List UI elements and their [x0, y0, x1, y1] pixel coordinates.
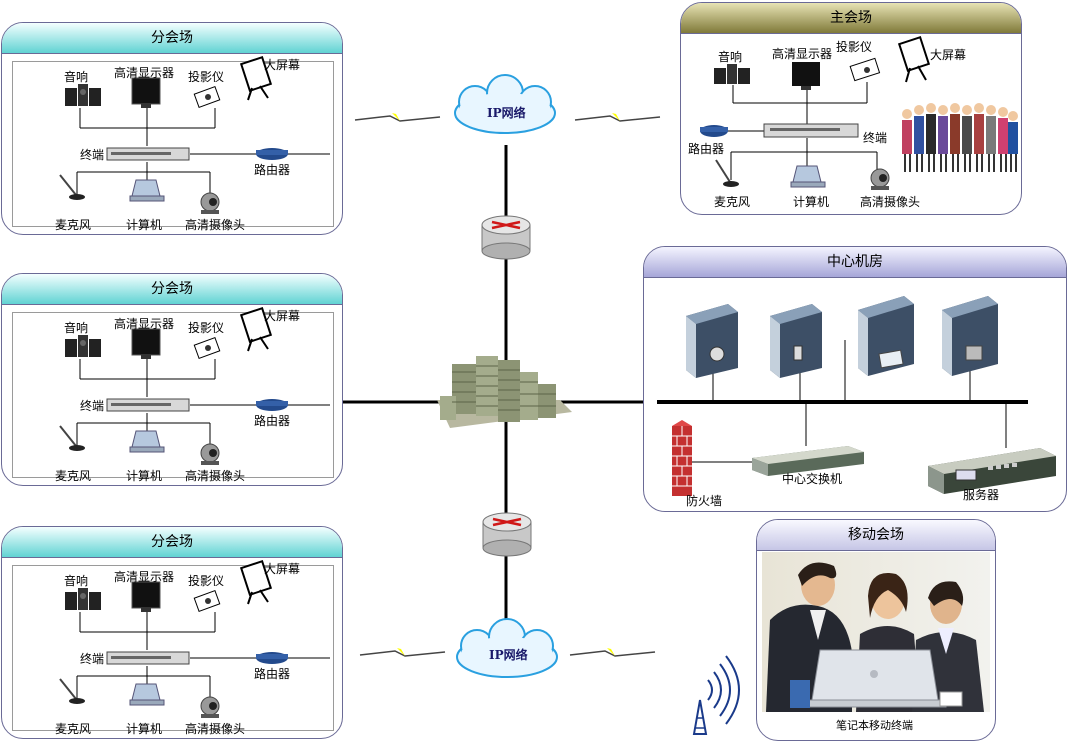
router-label: 路由器: [254, 163, 291, 177]
terminal-label: 终端: [80, 652, 105, 666]
core-switch-icon: [752, 446, 864, 476]
hd-camera-label: 高清摄像头: [185, 469, 246, 483]
rack-server-icon: [928, 448, 1056, 494]
branch-site-title: 分会场: [2, 274, 342, 305]
microphone-label: 麦克风: [55, 469, 92, 483]
microphone-label: 麦克风: [714, 195, 751, 209]
router-label: 路由器: [254, 667, 291, 681]
audio-label: 音响: [64, 574, 89, 588]
computer-label: 计算机: [126, 469, 163, 483]
hd-camera-label: 高清摄像头: [185, 722, 246, 736]
projector-label: 投影仪: [188, 70, 225, 84]
big-screen-label: 大屏幕: [264, 58, 301, 72]
projector-label: 投影仪: [836, 40, 873, 54]
data-center-title: 中心机房: [644, 247, 1066, 278]
terminal-label: 终端: [80, 148, 105, 162]
projector-label: 投影仪: [188, 321, 225, 335]
hd-display-label: 高清显示器: [114, 570, 175, 584]
hd-display-label: 高清显示器: [114, 317, 175, 331]
microphone-label: 麦克风: [55, 722, 92, 736]
server-4-icon: [942, 296, 998, 376]
audio-label: 音响: [64, 321, 89, 335]
router-label: 路由器: [688, 142, 725, 156]
server-2-icon: [770, 304, 822, 378]
computer-label: 计算机: [126, 722, 163, 736]
firewall-icon: [672, 420, 692, 496]
hd-camera-label: 高清摄像头: [860, 195, 921, 209]
projector-label: 投影仪: [188, 574, 225, 588]
main-site-title: 主会场: [681, 3, 1021, 34]
branch-site-2: 分会场: [1, 273, 343, 486]
server-3-icon: [858, 296, 914, 376]
wireless-antenna-icon: [692, 655, 740, 735]
audio-label: 音响: [64, 70, 89, 84]
branch-site-title: 分会场: [2, 23, 342, 54]
terminal-label: 终端: [863, 131, 888, 145]
core-router-bottom-icon: [482, 512, 532, 557]
big-screen-label: 大屏幕: [264, 562, 301, 576]
computer-label: 计算机: [126, 218, 163, 232]
big-screen-label: 大屏幕: [264, 309, 301, 323]
server-label: 服务器: [963, 488, 1000, 502]
terminal-label: 终端: [80, 399, 105, 413]
computer-label: 计算机: [793, 195, 830, 209]
firewall-label: 防火墙: [686, 494, 723, 508]
core-router-top-icon: [481, 215, 531, 260]
ip-network-bottom-label: IP网络: [489, 648, 528, 662]
branch-site-title: 分会场: [2, 527, 342, 558]
hd-display-label: 高清显示器: [772, 47, 833, 61]
server-1-icon: [686, 304, 738, 378]
hd-display-label: 高清显示器: [114, 66, 175, 80]
branch-site-1: 分会场: [1, 22, 343, 235]
audience-people: [902, 103, 1018, 172]
router-label: 路由器: [254, 414, 291, 428]
hd-camera-label: 高清摄像头: [185, 218, 246, 232]
ip-cloud-top-icon: [454, 74, 556, 134]
headquarters-buildings-icon: [437, 356, 572, 428]
ip-cloud-bottom-icon: [456, 618, 558, 678]
audio-label: 音响: [718, 50, 743, 64]
core-switch-label: 中心交换机: [782, 472, 843, 486]
mobile-site-title: 移动会场: [757, 520, 995, 551]
big-screen-label: 大屏幕: [930, 48, 967, 62]
microphone-label: 麦克风: [55, 218, 92, 232]
mobile-terminal-caption: 笔记本移动终端: [836, 719, 913, 732]
laptop-icon: [805, 649, 947, 708]
ip-network-top-label: IP网络: [487, 106, 526, 120]
